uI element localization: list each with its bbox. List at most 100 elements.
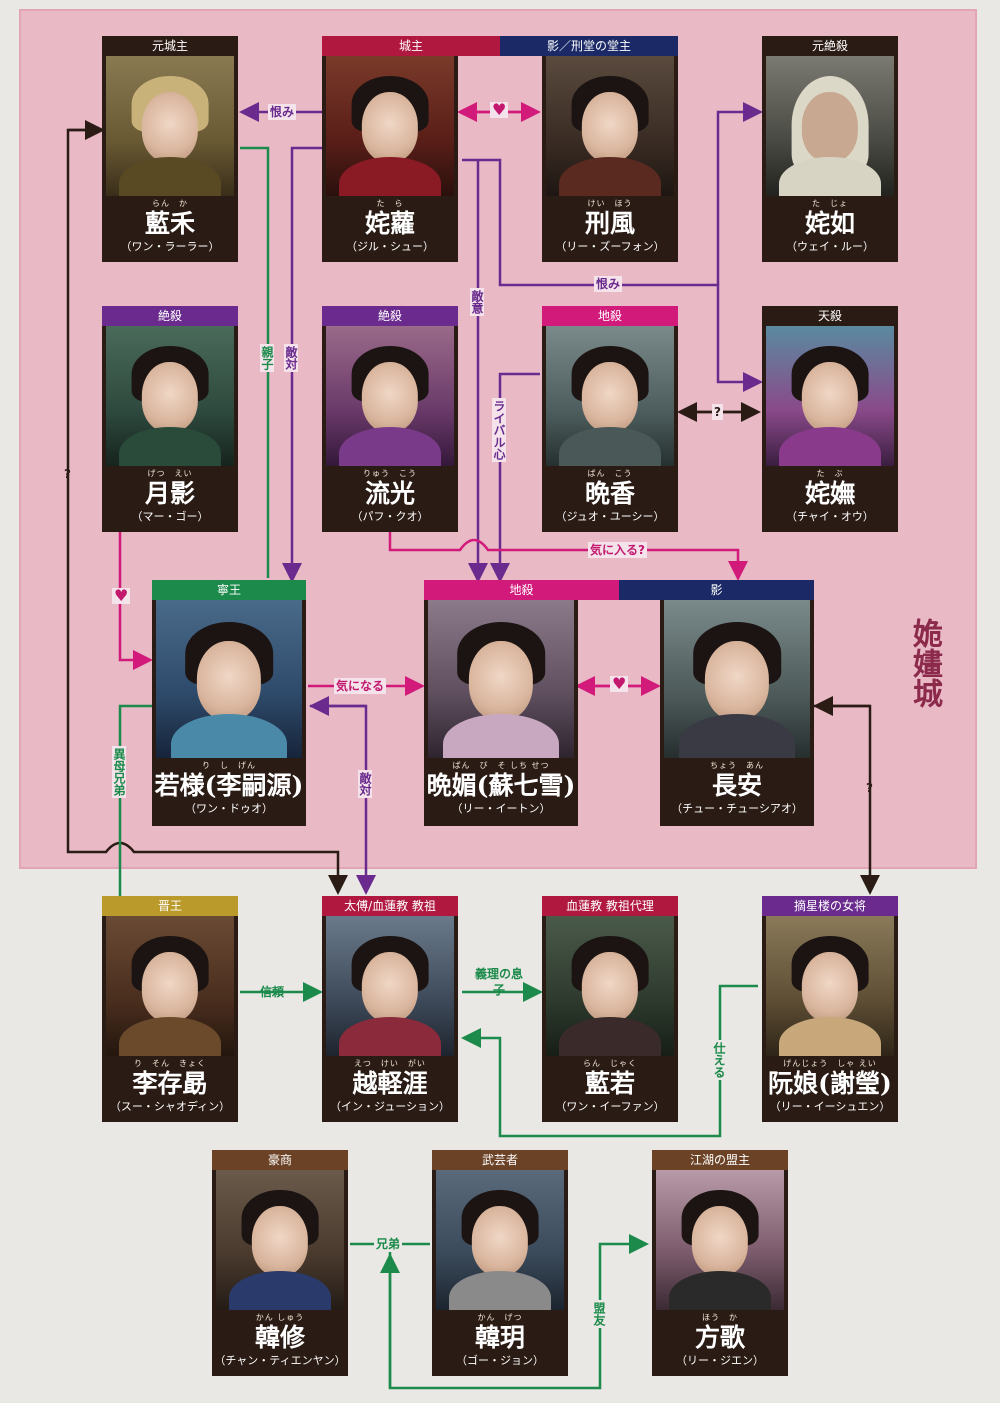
role-ruoyang: 寧王 bbox=[152, 580, 306, 600]
role-hanyue: 武芸者 bbox=[432, 1150, 568, 1170]
photo-hanyue bbox=[436, 1170, 564, 1310]
ruby-tuoyan: た ぶ bbox=[816, 469, 844, 478]
actor-yueqingya: （イン・ジューション） bbox=[329, 1100, 450, 1113]
name-lanhe: 藍禾 bbox=[144, 209, 195, 238]
label-giri: 義理の息子 bbox=[474, 967, 523, 997]
label-q-1: ? bbox=[712, 404, 723, 420]
label-urami-1: 恨み bbox=[268, 104, 297, 120]
label-q-3: ? bbox=[866, 781, 873, 795]
ruby-tuoru: た じょ bbox=[812, 199, 848, 208]
castle-title: 姽嫿城 bbox=[907, 618, 942, 708]
photo-fangge bbox=[656, 1170, 784, 1310]
label-meiyu: 盟友 bbox=[592, 1300, 606, 1328]
ruby-fangge: ほう か bbox=[702, 1313, 738, 1322]
role-wanxiang: 地殺 bbox=[542, 306, 678, 326]
label-love-3: ♥ bbox=[610, 674, 629, 693]
name-liuguang: 流光 bbox=[364, 479, 415, 508]
label-oyako: 親子 bbox=[260, 344, 274, 372]
ruby-wanxiang: ばん こう bbox=[587, 469, 633, 478]
card-changan: ちょう あん 長安 （チュー・チューシアオ） bbox=[660, 600, 814, 826]
photo-ruanniang bbox=[766, 916, 894, 1056]
role-yueqingya: 太傅/血蓮教 教祖 bbox=[322, 896, 458, 916]
photo-yueying bbox=[106, 326, 234, 466]
role-tuoluo-xingfeng: 城主 影／刑堂の堂主 bbox=[322, 36, 678, 56]
ruby-tuoluo: た ら bbox=[376, 199, 404, 208]
actor-fangge: （リー・ジエン） bbox=[676, 1354, 764, 1367]
ruby-hanxiu: かん しゅう bbox=[255, 1313, 305, 1322]
card-licunxu: 晋王 り そん きょく 李存勗 （スー・シャオディン） bbox=[102, 896, 238, 1122]
ruby-changan: ちょう あん bbox=[710, 761, 764, 770]
name-hanxiu: 韓修 bbox=[254, 1323, 305, 1352]
photo-licunxu bbox=[106, 916, 234, 1056]
photo-lanhe bbox=[106, 56, 234, 196]
card-wanmei: ばん び そ しち せつ 晩媚(蘇七雪) （リー・イートン） bbox=[424, 600, 578, 826]
actor-hanyue: （ゴー・ジョン） bbox=[456, 1354, 544, 1367]
actor-yueying: （マー・ゴー） bbox=[131, 510, 209, 523]
role-lanruo: 血蓮教 教祖代理 bbox=[542, 896, 678, 916]
card-group-tuoluo-xingfeng: 城主 影／刑堂の堂主 bbox=[322, 36, 678, 262]
actor-liuguang: （パフ・クオ） bbox=[351, 510, 429, 523]
name-hanyue: 韓玥 bbox=[474, 1323, 525, 1352]
label-q-2: ? bbox=[64, 467, 71, 481]
card-wanxiang: 地殺 ばん こう 晩香 （ジュオ・ユーシー） bbox=[542, 306, 678, 532]
name-tuoluo: 姹蘿 bbox=[364, 209, 415, 238]
ruby-liuguang: りゅう こう bbox=[363, 469, 417, 478]
card-group-wanmei-changan: 地殺 影 bbox=[424, 580, 814, 600]
ruby-xingfeng: けい ほう bbox=[587, 199, 633, 208]
name-lanruo: 藍若 bbox=[584, 1069, 635, 1098]
photo-wanxiang bbox=[546, 326, 674, 466]
actor-ruoyang: （ワン・ドゥオ） bbox=[185, 802, 273, 815]
label-kyodai: 兄弟 bbox=[374, 1236, 403, 1252]
name-yueying: 月影 bbox=[144, 479, 195, 508]
label-love-2: ♥ bbox=[112, 586, 131, 605]
actor-hanxiu: （チャン・ティエンヤン） bbox=[214, 1354, 346, 1367]
label-ibo: 異母兄弟 bbox=[112, 746, 126, 798]
name-changan: 長安 bbox=[711, 771, 762, 800]
card-lanhe: 元城主 らん か 藍禾 （ワン・ラーラー） bbox=[102, 36, 238, 262]
role-fangge: 江湖の盟主 bbox=[652, 1150, 788, 1170]
ruby-hanyue: かん げつ bbox=[477, 1313, 523, 1322]
actor-tuoluo: （ジル・シュー） bbox=[346, 240, 434, 253]
card-tuoyan: 天殺 た ぶ 姹嫵 （チャイ・オウ） bbox=[762, 306, 898, 532]
photo-tuoyan bbox=[766, 326, 894, 466]
photo-hanxiu bbox=[216, 1170, 344, 1310]
name-yueqingya: 越軽涯 bbox=[352, 1069, 428, 1098]
photo-changan bbox=[664, 600, 810, 758]
role-tuoyan: 天殺 bbox=[762, 306, 898, 326]
role-xingfeng: 影／刑堂の堂主 bbox=[500, 36, 678, 56]
actor-licunxu: （スー・シャオディン） bbox=[109, 1100, 231, 1113]
label-tsukaeru: 仕える bbox=[712, 1040, 726, 1080]
role-tuoru: 元絶殺 bbox=[762, 36, 898, 56]
photo-lanruo bbox=[546, 916, 674, 1056]
photo-liuguang bbox=[326, 326, 454, 466]
photo-yueqingya bbox=[326, 916, 454, 1056]
photo-xingfeng bbox=[546, 56, 674, 196]
label-kininaru: 気になる bbox=[334, 678, 387, 694]
ruby-ruanniang: げんじょう しゃ えい bbox=[783, 1059, 877, 1068]
card-yueqingya: 太傅/血蓮教 教祖 えつ けい がい 越軽涯 （イン・ジューション） bbox=[322, 896, 458, 1122]
photo-ruoyang bbox=[156, 600, 302, 758]
ruby-ruoyang: り し げん bbox=[202, 761, 256, 770]
card-hanyue: 武芸者 かん げつ 韓玥 （ゴー・ジョン） bbox=[432, 1150, 568, 1376]
ruby-lanhe: らん か bbox=[152, 199, 188, 208]
actor-lanhe: （ワン・ラーラー） bbox=[120, 240, 220, 253]
role-changan: 影 bbox=[619, 580, 814, 600]
role-yueying: 絶殺 bbox=[102, 306, 238, 326]
photo-wanmei bbox=[428, 600, 574, 758]
name-ruoyang: 若様(李嗣源) bbox=[154, 771, 304, 800]
card-tuoru: 元絶殺 た じょ 姹如 （ウェイ・ルー） bbox=[762, 36, 898, 262]
name-tuoyan: 姹嫵 bbox=[804, 479, 855, 508]
ruby-yueying: げつ えい bbox=[147, 469, 193, 478]
name-ruanniang: 阮娘(謝瑩) bbox=[768, 1069, 892, 1098]
actor-tuoyan: （チャイ・オウ） bbox=[786, 510, 874, 523]
card-fangge: 江湖の盟主 ほう か 方歌 （リー・ジエン） bbox=[652, 1150, 788, 1376]
name-xingfeng: 刑風 bbox=[584, 209, 635, 238]
ruby-lanruo: らん じゃく bbox=[583, 1059, 637, 1068]
card-ruanniang: 摘星楼の女将 げんじょう しゃ えい 阮娘(謝瑩) （リー・イーシュエン） bbox=[762, 896, 898, 1122]
name-fangge: 方歌 bbox=[694, 1323, 745, 1352]
actor-wanxiang: （ジュオ・ユーシー） bbox=[555, 510, 665, 523]
card-liuguang: 絶殺 りゅう こう 流光 （パフ・クオ） bbox=[322, 306, 458, 532]
card-yueying: 絶殺 げつ えい 月影 （マー・ゴー） bbox=[102, 306, 238, 532]
card-ruoyang: 寧王 り し げん 若様(李嗣源) （ワン・ドゥオ） bbox=[152, 580, 306, 826]
card-lanruo: 血蓮教 教祖代理 らん じゃく 藍若 （ワン・イーファン） bbox=[542, 896, 678, 1122]
